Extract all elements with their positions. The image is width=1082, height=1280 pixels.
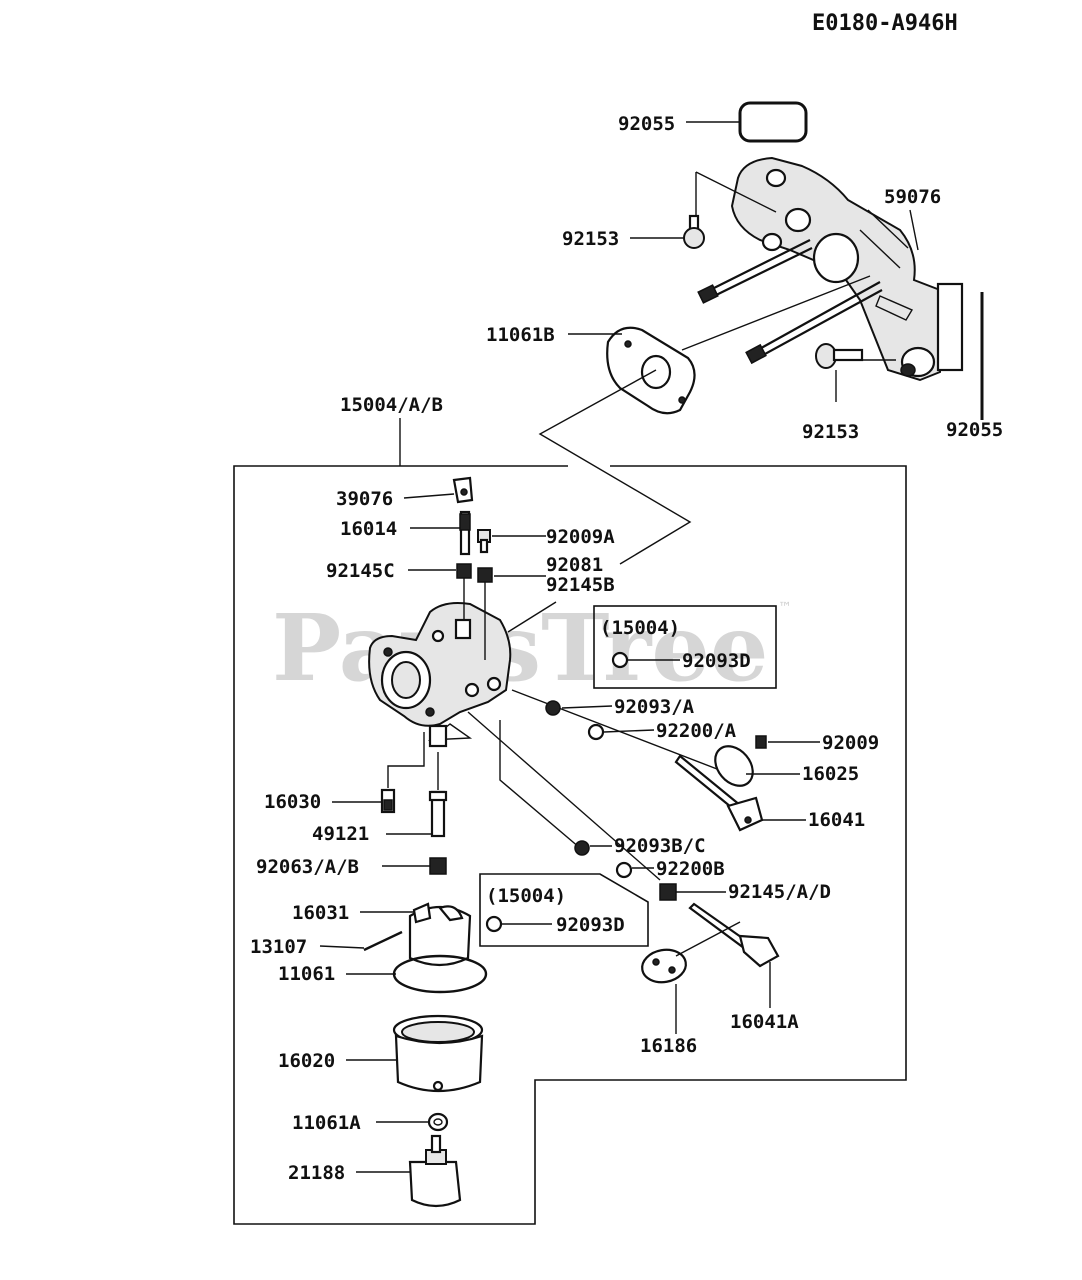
label-92200A: 92200/A <box>656 720 737 742</box>
gasket-11061B <box>606 326 696 415</box>
label-15004AB: 15004/A/B <box>340 394 443 416</box>
label-16025: 16025 <box>802 763 859 785</box>
note-box-15004-upper <box>593 605 777 689</box>
label-21188: 21188 <box>288 1162 345 1184</box>
tube-49121 <box>428 790 448 838</box>
choke-plate-16186 <box>641 948 687 984</box>
label-16041: 16041 <box>808 809 865 831</box>
label-11061B: 11061B <box>486 324 555 346</box>
jet-16030 <box>380 788 396 814</box>
alignment-line-main <box>499 720 581 849</box>
watermark-trademark: ™ <box>778 600 792 616</box>
label-16014: 16014 <box>340 518 397 540</box>
label-16186: 16186 <box>640 1035 697 1057</box>
label-11061A: 11061A <box>292 1112 361 1134</box>
gasket-92055-top <box>738 101 808 143</box>
float-16031 <box>408 902 472 967</box>
label-92055-side: 92055 <box>946 419 1003 441</box>
label-92153-upper: 92153 <box>562 228 619 250</box>
label-92093A: 92093/A <box>614 696 695 718</box>
label-92055-top: 92055 <box>618 113 675 135</box>
choke-shaft-16041A <box>688 902 780 968</box>
seal-92093D-upper <box>611 651 629 669</box>
manifold-59076 <box>730 156 964 382</box>
seal-92093A <box>545 700 561 716</box>
label-92093D-upper: 92093D <box>682 650 751 672</box>
label-92153-lower: 92153 <box>802 421 859 443</box>
label-92200B: 92200B <box>656 858 725 880</box>
watermark-text: PartsTree <box>272 594 768 702</box>
diagram-code: E0180-A946H <box>812 11 958 36</box>
seal-92093D-lower <box>485 915 503 933</box>
label-39076: 39076 <box>336 488 393 510</box>
label-16041A: 16041A <box>730 1011 799 1033</box>
label-92093D-lower: 92093D <box>556 914 625 936</box>
label-92081: 92081 <box>546 554 603 576</box>
bolt-92153-lower <box>815 343 864 369</box>
spring-92145B <box>477 567 493 583</box>
washer-11061A-hole <box>433 1118 443 1126</box>
carburetor-body <box>368 602 512 748</box>
washer-92200B <box>615 861 633 879</box>
assembly-boundary <box>233 465 907 1225</box>
needle-16014 <box>459 510 471 556</box>
solenoid-21188 <box>408 1134 462 1208</box>
float-bowl-16020 <box>392 1014 484 1093</box>
label-13107: 13107 <box>250 936 307 958</box>
screw-92009 <box>755 735 767 749</box>
label-16020: 16020 <box>278 1050 335 1072</box>
washer-11061A <box>427 1112 449 1132</box>
leader-lines <box>319 121 919 1173</box>
throttle-plate-16025 <box>714 745 754 787</box>
label-49121: 49121 <box>312 823 369 845</box>
washer-92200A <box>587 723 605 741</box>
label-92009: 92009 <box>822 732 879 754</box>
plug-92063AB <box>429 857 447 875</box>
manifold-studs <box>697 239 883 365</box>
label-92145B: 92145B <box>546 574 615 596</box>
note-box-15004-lower <box>479 873 649 947</box>
label-16031: 16031 <box>292 902 349 924</box>
screw-92009A <box>477 529 491 554</box>
alignment-line-choke-plate <box>675 921 741 957</box>
label-11061: 11061 <box>278 963 335 985</box>
label-15004-box-lower: (15004) <box>486 885 566 907</box>
alignment-line-manifold <box>538 275 871 565</box>
choke-lever-39076 <box>452 476 474 504</box>
label-15004-box-upper: (15004) <box>600 617 680 639</box>
pin-13107 <box>363 930 403 952</box>
label-92093BC: 92093B/C <box>614 835 706 857</box>
label-59076: 59076 <box>884 186 941 208</box>
label-92063AB: 92063/A/B <box>256 856 359 878</box>
seal-92093BC <box>574 840 590 856</box>
spring-92145AD <box>659 883 677 901</box>
bolt-92153-upper <box>683 214 705 249</box>
label-92145C: 92145C <box>326 560 395 582</box>
leader-16030-body <box>387 732 425 788</box>
label-92009A: 92009A <box>546 526 615 548</box>
label-16030: 16030 <box>264 791 321 813</box>
spring-92145C <box>456 563 472 579</box>
label-92145AD: 92145/A/D <box>728 881 831 903</box>
